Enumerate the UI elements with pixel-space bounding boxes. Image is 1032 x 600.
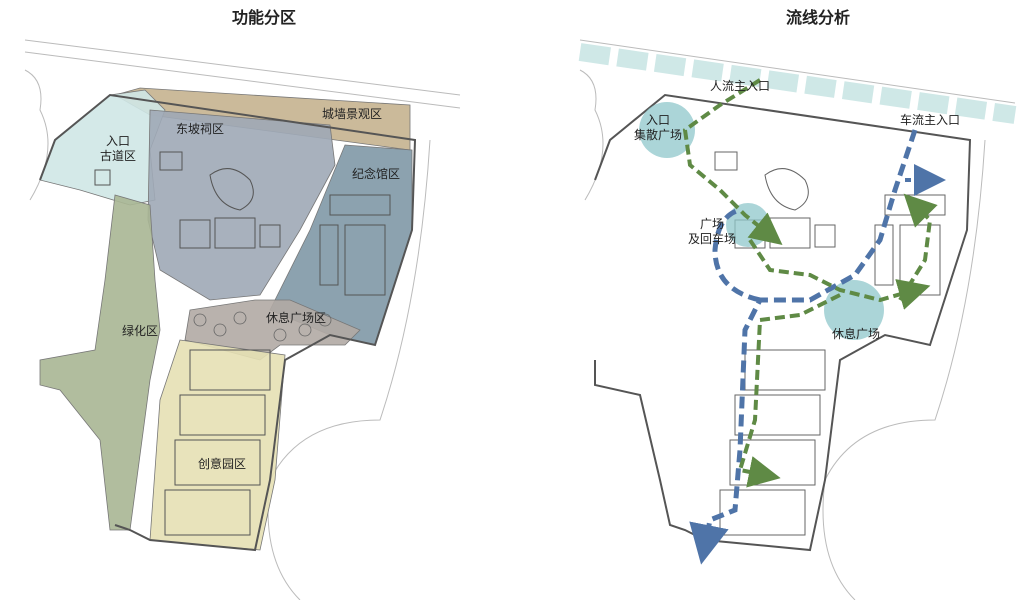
pedestrian-flow-east (748, 238, 931, 310)
pedestrian-flow-south (737, 293, 841, 488)
label-vehicle-entry: 车流主入口 (900, 112, 960, 127)
label-entry-plaza-2: 集散广场 (634, 127, 682, 142)
label-entrance-2: 古道区 (100, 148, 136, 163)
left-site-plan: 入口 古道区 东坡祠区 城墙景观区 纪念馆区 绿化区 休息广场区 创意园区 (24, 39, 461, 600)
site-boundary (39, 93, 417, 552)
label-green: 绿化区 (122, 323, 158, 338)
right-panel-title: 流线分析 (786, 8, 851, 27)
node-entry-plaza (639, 102, 695, 158)
zone-creative (149, 339, 286, 551)
pedestrian-flow-entry (682, 78, 783, 245)
right-site-plan: 人流主入口 车流主入口 入口 集散广场 广场 及回车场 休息广场 (578, 39, 1017, 600)
pedestrian-flow-memorial (898, 193, 938, 302)
road-line (24, 51, 461, 109)
road-line (267, 139, 431, 600)
road-line (579, 39, 1016, 104)
zone-entrance (39, 89, 166, 206)
label-creative: 创意园区 (198, 456, 246, 471)
label-rest-plaza: 休息广场区 (266, 310, 326, 325)
label-entrance-1: 入口 (106, 134, 130, 148)
label-turn-plaza-1: 广场 (700, 217, 724, 231)
label-memorial: 纪念馆区 (352, 166, 400, 181)
label-dongpo: 东坡祠区 (176, 122, 224, 136)
city-road-band (578, 43, 1017, 124)
building-outlines (94, 151, 391, 536)
zone-green (39, 194, 161, 531)
label-entry-plaza-1: 入口 (646, 113, 670, 127)
road-line (579, 69, 604, 201)
trees (193, 311, 332, 342)
road-line (822, 139, 986, 600)
left-panel-title: 功能分区 (232, 8, 297, 27)
label-rest-plaza: 休息广场 (832, 326, 880, 341)
road-line (24, 39, 461, 96)
vehicle-flow-loop (712, 207, 761, 303)
vehicle-flow-main (689, 129, 918, 565)
site-boundary (594, 93, 972, 552)
label-pedestrian-entry: 人流主入口 (710, 79, 770, 93)
label-wall: 城墙景观区 (322, 107, 382, 121)
label-turn-plaza-2: 及回车场 (688, 231, 736, 246)
